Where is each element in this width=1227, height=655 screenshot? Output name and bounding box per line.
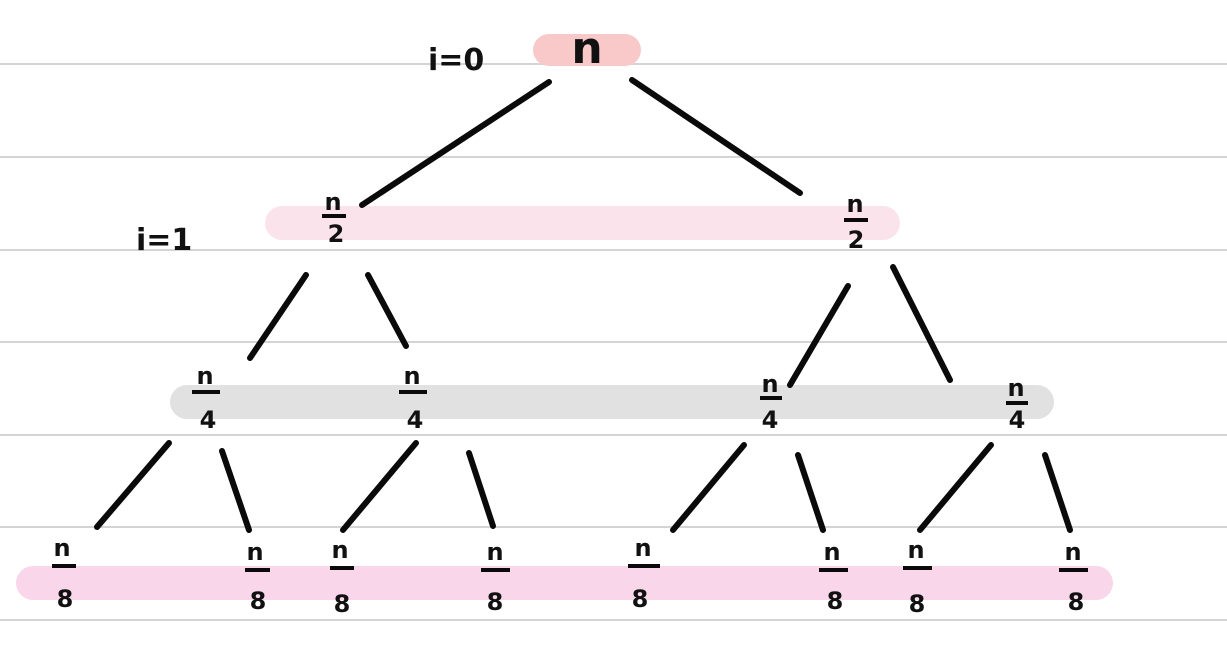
edge [1042,452,1073,533]
edge [787,283,851,388]
node-numerator: n [846,190,863,218]
edge [890,264,953,383]
edge [629,77,803,196]
edge [340,440,419,533]
node-level-3: n 8 [903,536,932,618]
node-level-3: n 8 [330,536,354,618]
node-level-2: n 4 [399,362,427,434]
edge [795,452,826,533]
node-numerator: n [196,362,213,390]
node-denominator: 8 [250,587,267,615]
edge [359,79,552,208]
node-numerator: n [331,536,348,564]
highlight-level-0 [533,34,641,66]
edge [94,440,172,530]
edge [466,450,496,529]
node-numerator: n [761,370,778,398]
node-level-1: n 2 [322,188,346,248]
node-level-3: n 8 [481,538,510,616]
node-numerator: n [823,538,840,566]
node-denominator: 8 [1068,588,1085,616]
tree-edges [94,77,1073,533]
node-level-2: n 4 [760,370,782,434]
edge [670,442,747,533]
node-denominator: 8 [827,587,844,615]
node-level-3: n 8 [245,538,270,615]
node-denominator: 8 [57,585,74,613]
node-denominator: 8 [909,590,926,618]
node-numerator: n [486,538,503,566]
node-level-3: n 8 [52,534,76,613]
edge [247,272,309,361]
node-level-1: n 2 [844,190,868,254]
node-numerator: n [403,362,420,390]
node-numerator: n [324,188,341,216]
highlight-level-2 [170,385,1054,419]
ruled-lines [0,63,1227,621]
level-label-i1: i=1 [136,223,192,258]
node-numerator: n [907,536,924,564]
level-highlights [16,34,1113,600]
node-denominator: 4 [762,406,779,434]
node-level-3: n 8 [628,534,660,613]
node-numerator: n [634,534,651,562]
node-denominator: 2 [328,220,345,248]
root-node: n [571,23,602,74]
level-label-i0: i=0 [428,43,484,78]
node-denominator: 8 [632,585,649,613]
edge [917,442,994,533]
node-level-3: n 8 [1059,538,1088,616]
node-denominator: 2 [848,226,865,254]
node-denominator: 4 [1009,406,1026,434]
node-level-3: n 8 [819,538,848,615]
node-numerator: n [1007,374,1024,402]
node-level-2: n 4 [1006,374,1028,434]
node-level-2: n 4 [192,362,220,434]
edge [365,272,409,349]
highlight-level-3 [16,566,1113,600]
node-numerator: n [246,538,263,566]
node-denominator: 8 [334,590,351,618]
node-denominator: 8 [487,588,504,616]
node-numerator: n [1064,538,1081,566]
highlight-level-1 [265,206,900,240]
node-denominator: 4 [200,406,217,434]
edge [219,448,252,533]
node-numerator: n [53,534,70,562]
node-denominator: 4 [407,406,424,434]
